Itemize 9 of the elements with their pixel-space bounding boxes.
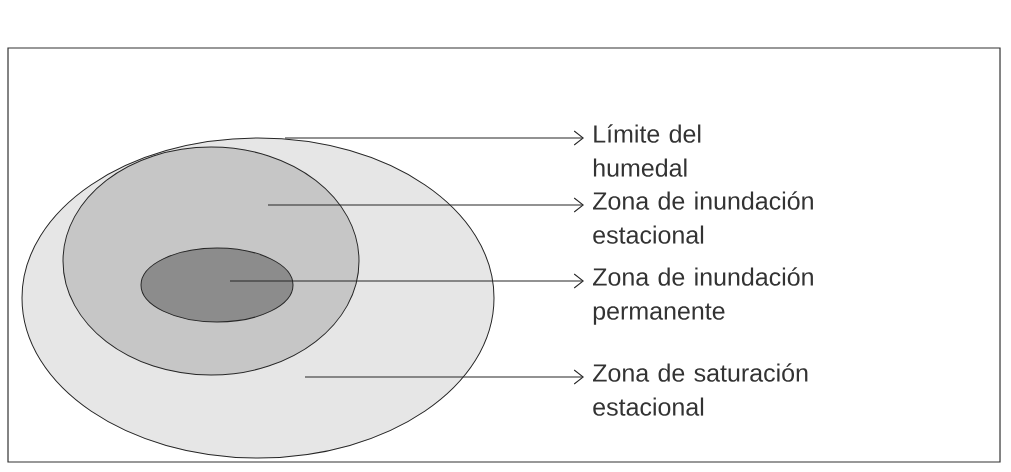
zone-label: Zona de saturación estacional [593,363,808,416]
leader-arrow [304,369,584,385]
leader-arrow [284,130,584,146]
leader-arrow [229,273,584,289]
leader-arrow [267,197,584,213]
zone-label: Zona de inundación permanente [593,267,813,325]
zone-label: Zona de inundación estacional [593,191,813,244]
zone-ellipse [140,247,294,323]
zone-label: Límite del humedal [593,124,701,177]
